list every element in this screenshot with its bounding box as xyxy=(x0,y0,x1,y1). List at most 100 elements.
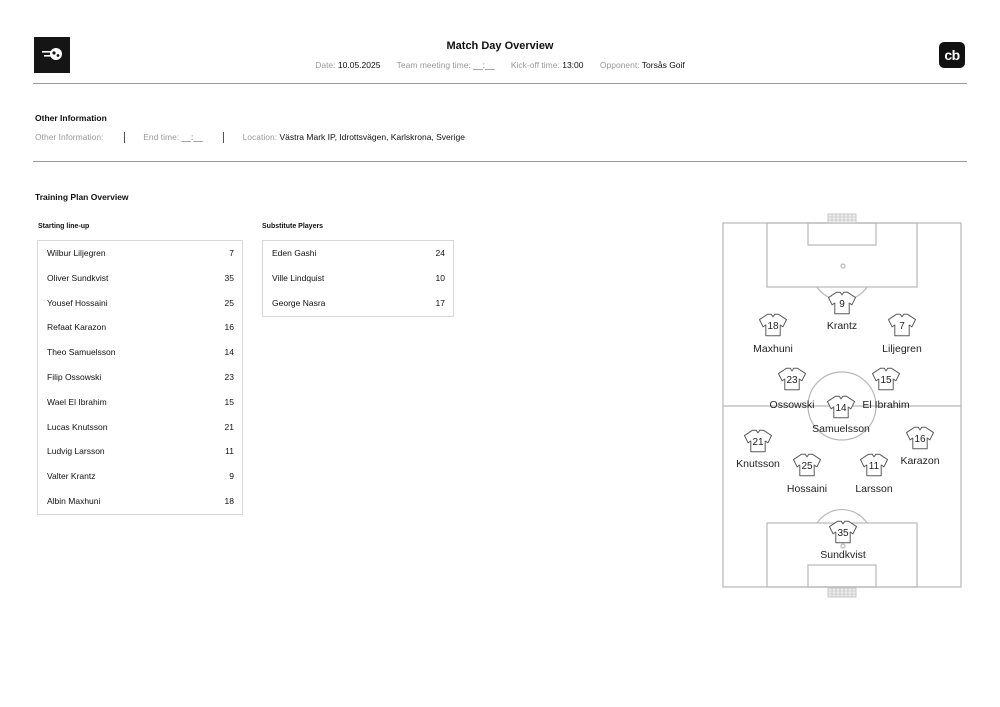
player-row: Valter Krantz 9 xyxy=(38,464,242,489)
player-number: 11 xyxy=(225,446,234,457)
opponent-value: Torsås Goif xyxy=(641,60,685,70)
player-number: 17 xyxy=(435,297,445,308)
football-icon xyxy=(42,48,62,60)
player-name: Lucas Knutsson xyxy=(47,421,108,432)
jersey-number: 14 xyxy=(835,403,847,414)
player-name: Valter Krantz xyxy=(47,471,96,482)
player-label: Krantz xyxy=(827,320,857,332)
jersey-icon xyxy=(827,395,855,419)
player-number: 35 xyxy=(224,272,234,283)
location-value: Västra Mark IP, Idrottsvägen, Karlskrona… xyxy=(279,132,465,142)
date-label: Date: xyxy=(315,60,336,70)
jersey-number: 15 xyxy=(880,375,892,386)
player-number: 24 xyxy=(435,248,445,258)
jersey-number: 11 xyxy=(869,461,880,472)
player-row: George Nasra 17 xyxy=(263,291,453,316)
jersey-icon xyxy=(888,313,916,337)
jersey-icon xyxy=(860,453,888,477)
player-name: Yousef Hossaini xyxy=(47,297,108,308)
brand-logo: cb xyxy=(939,42,965,68)
player-label: Samuelsson xyxy=(812,423,870,435)
player-name: Eden Gashi xyxy=(272,248,317,258)
player-row: Wilbur Liljegren 7 xyxy=(38,241,242,266)
player-name: Ludvig Larsson xyxy=(47,446,105,457)
jersey-icon xyxy=(778,367,806,391)
meeting-time-value: __:__ xyxy=(473,60,495,70)
separator xyxy=(123,132,125,144)
goal-net-bottom xyxy=(827,587,857,598)
date-value: 10.05.2025 xyxy=(337,60,381,70)
page-title: Match Day Overview xyxy=(446,40,554,52)
location-label: Location: xyxy=(242,132,278,142)
player-label: Ossowski xyxy=(770,399,815,411)
jersey-number: 35 xyxy=(837,528,849,539)
jersey-icon xyxy=(793,453,821,477)
jersey-icon xyxy=(872,367,900,391)
jersey-number: 7 xyxy=(899,321,905,332)
kickoff-value: 13:00 xyxy=(562,60,584,70)
other-info-label: Other Information: xyxy=(35,132,104,142)
jersey-icon xyxy=(906,426,934,450)
player-row: Lucas Knutsson 21 xyxy=(38,415,242,440)
divider xyxy=(33,161,967,162)
player-number: 9 xyxy=(229,471,234,482)
player-number: 7 xyxy=(229,248,234,258)
player-number: 10 xyxy=(435,272,445,283)
jersey-number: 21 xyxy=(752,437,764,448)
player-name: Oliver Sundkvist xyxy=(47,272,109,283)
end-time-label: End time: xyxy=(143,132,180,142)
player-label: Sundkvist xyxy=(820,549,866,561)
jersey-icon xyxy=(829,520,857,544)
player-number: 21 xyxy=(224,421,234,432)
jersey-number: 25 xyxy=(801,461,813,472)
other-info-line: Other Information: End time: __:__ Locat… xyxy=(35,132,465,144)
player-name: Wael El Ibrahim xyxy=(47,396,107,407)
player-name: Filip Ossowski xyxy=(47,371,102,382)
substitutes-title: Substitute Players xyxy=(262,223,324,230)
starting-lineup-title: Starting line-up xyxy=(38,223,90,230)
player-name: Wilbur Liljegren xyxy=(47,248,106,258)
jersey-number: 18 xyxy=(767,321,779,332)
player-number: 14 xyxy=(224,347,234,358)
kickoff-label: Kick-off time: xyxy=(510,60,560,70)
jersey-number: 9 xyxy=(839,299,845,310)
player-label: Liljegren xyxy=(882,343,922,355)
player-name: Ville Lindquist xyxy=(272,272,325,283)
player-label: Karazon xyxy=(900,455,939,467)
jersey-number: 16 xyxy=(914,434,926,445)
player-name: Theo Samuelsson xyxy=(47,347,116,358)
other-info-heading: Other Information xyxy=(35,113,107,123)
goal-net-top xyxy=(827,213,857,224)
player-number: 15 xyxy=(224,396,234,407)
jersey-icon xyxy=(828,291,856,315)
plan-heading: Training Plan Overview xyxy=(35,192,129,202)
player-name: George Nasra xyxy=(272,297,326,308)
player-label: Knutsson xyxy=(736,458,780,470)
player-label: Hossaini xyxy=(787,483,827,495)
player-label: Maxhuni xyxy=(753,343,793,355)
player-number: 18 xyxy=(224,495,234,506)
meeting-time-label: Team meeting time: xyxy=(396,60,471,70)
jersey-icon xyxy=(759,313,787,337)
player-name: Refaat Karazon xyxy=(47,322,107,333)
club-logo xyxy=(34,37,70,73)
jersey-icon xyxy=(744,429,772,453)
